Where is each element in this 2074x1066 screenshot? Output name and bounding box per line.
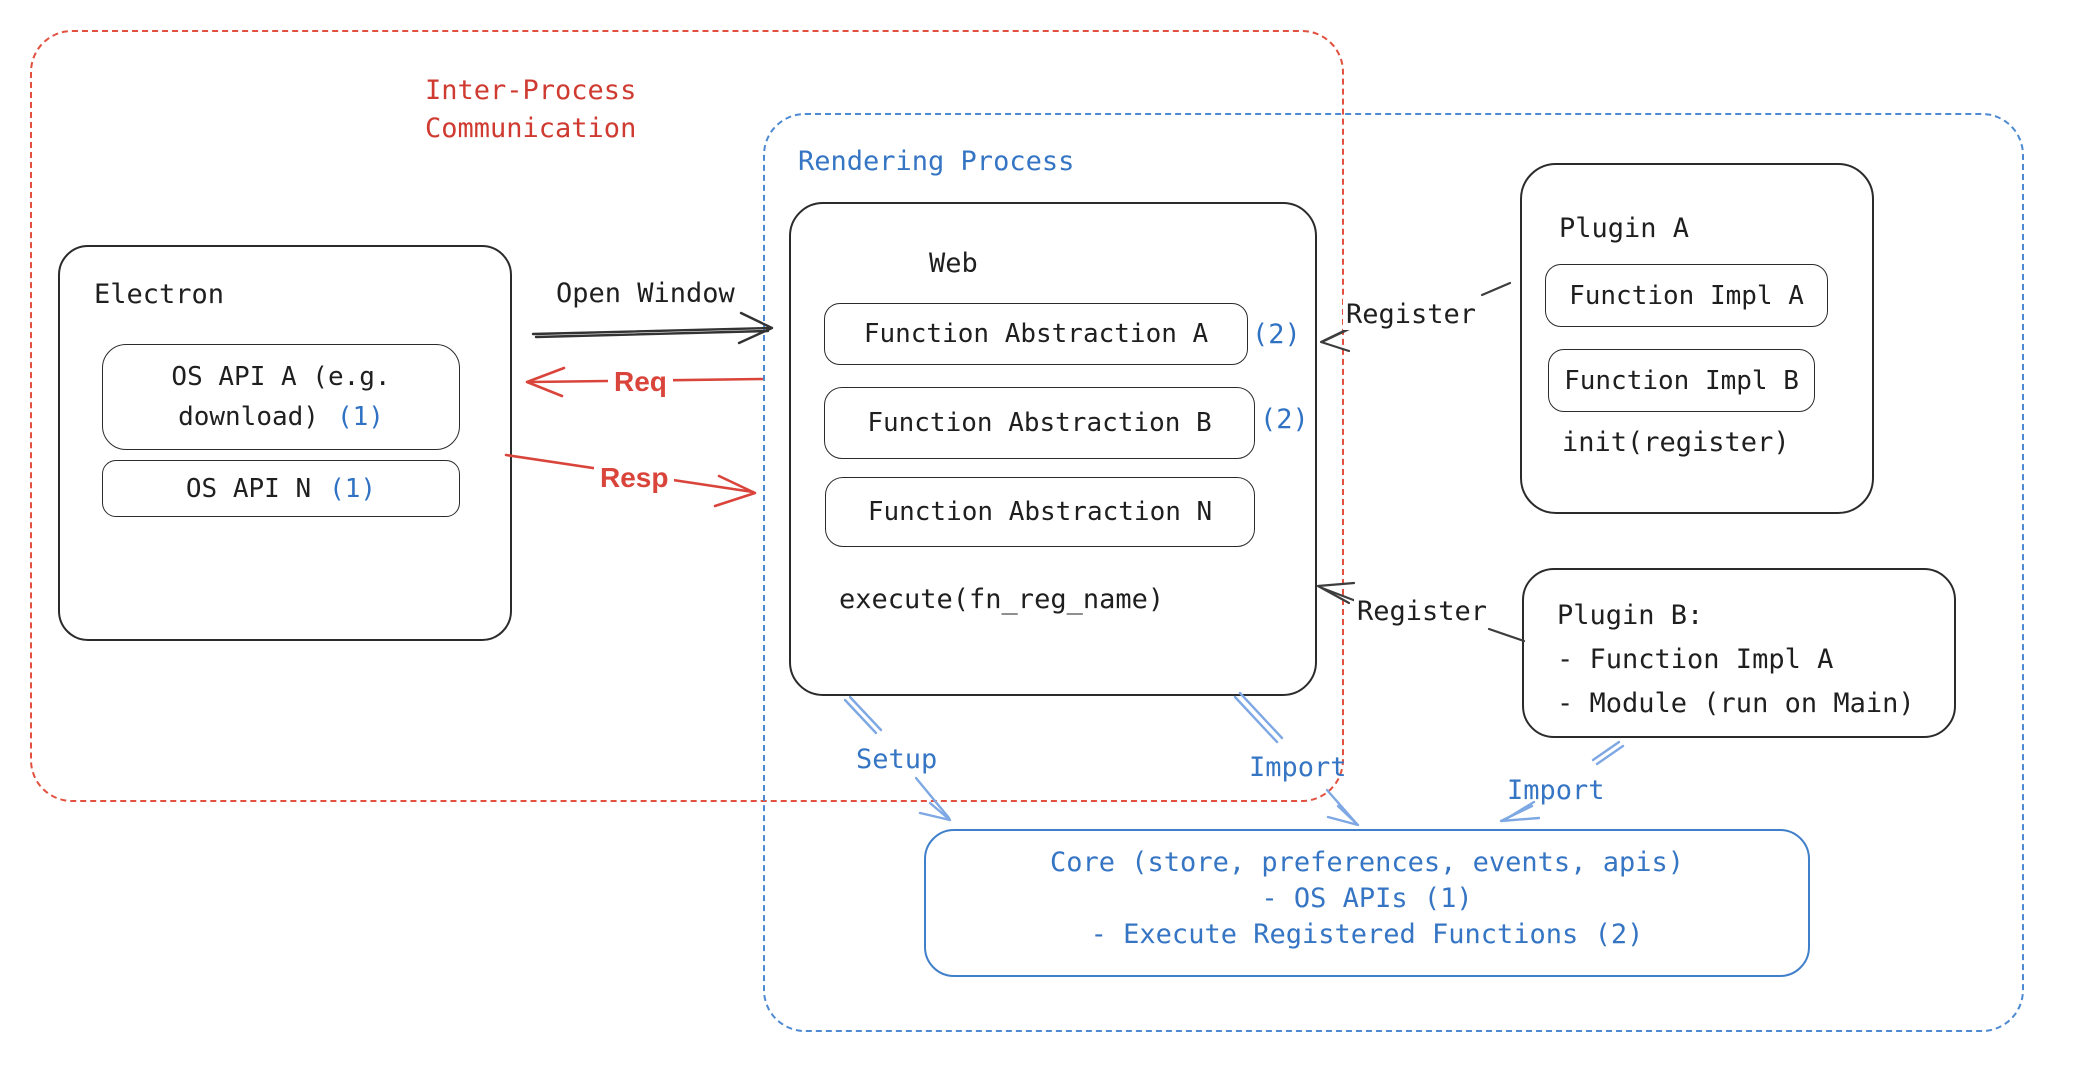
plugin-b-title: Plugin B: [1557,600,1704,631]
plugin-b-box: Plugin B: - Function Impl A - Module (ru… [1522,568,1956,738]
import-left-label: Import [1249,752,1347,783]
web-box: Web Function Abstraction A (2) Function … [789,202,1317,696]
open-window-label: Open Window [556,278,735,309]
os-api-n-label: OS API N [185,473,312,504]
ipc-label: Inter-Process Communication [425,72,636,148]
ipc-dashed-frame [30,30,1344,802]
plugin-b-item-module: - Module (run on Main) [1557,688,1915,719]
os-api-a-line2: download) [178,402,319,432]
plugin-b-text: Plugin B: - Function Impl A - Module (ru… [1524,570,1954,726]
function-impl-a-box: Function Impl A [1545,264,1828,327]
os-api-a-box: OS API A (e.g. download) (1) [102,344,460,450]
function-abstraction-b-badge: (2) [1260,404,1309,435]
os-api-n-badge: (1) [329,473,377,504]
function-abstraction-b-box: Function Abstraction B [824,387,1255,459]
core-execute-line: - Execute Registered Functions (2) [1090,919,1644,950]
os-api-n-box: OS API N (1) [102,460,460,517]
core-text: Core (store, preferences, events, apis) … [926,831,1808,953]
plugin-b-item-function-impl-a: - Function Impl A [1557,644,1834,675]
setup-label: Setup [856,744,938,775]
resp-label: Resp [594,462,675,494]
electron-box: Electron OS API A (e.g. download) (1) OS… [58,245,512,641]
rendering-process-dashed-frame [763,113,2024,1032]
ipc-label-line2: Communication [425,113,637,144]
os-api-a-line1: OS API A (e.g. [171,362,391,392]
import-right-label: Import [1507,775,1605,806]
register-lower-label: Register [1354,596,1491,627]
function-impl-b-box: Function Impl B [1548,349,1815,412]
rendering-process-label: Rendering Process [798,146,1075,177]
plugin-a-title: Plugin A [1559,213,1690,244]
electron-title: Electron [94,279,225,310]
core-box: Core (store, preferences, events, apis) … [924,829,1810,977]
plugin-a-box: Plugin A Function Impl A Function Impl B… [1520,163,1874,514]
function-abstraction-a-box: Function Abstraction A [824,303,1248,365]
function-abstraction-n-box: Function Abstraction N [825,477,1255,547]
core-os-apis-line: - OS APIs (1) [1261,883,1473,914]
web-title: Web [929,248,978,279]
function-abstraction-a-badge: (2) [1252,319,1301,350]
req-label: Req [608,366,673,398]
os-api-a-badge: (1) [336,402,384,432]
execute-label: execute(fn_reg_name) [839,584,1165,615]
core-title-line: Core (store, preferences, events, apis) [1050,847,1684,878]
ipc-label-line1: Inter-Process [425,75,637,106]
os-api-a-line2-row: download) (1) [178,397,384,437]
register-upper-label: Register [1343,299,1480,330]
init-register-label: init(register) [1562,427,1790,458]
